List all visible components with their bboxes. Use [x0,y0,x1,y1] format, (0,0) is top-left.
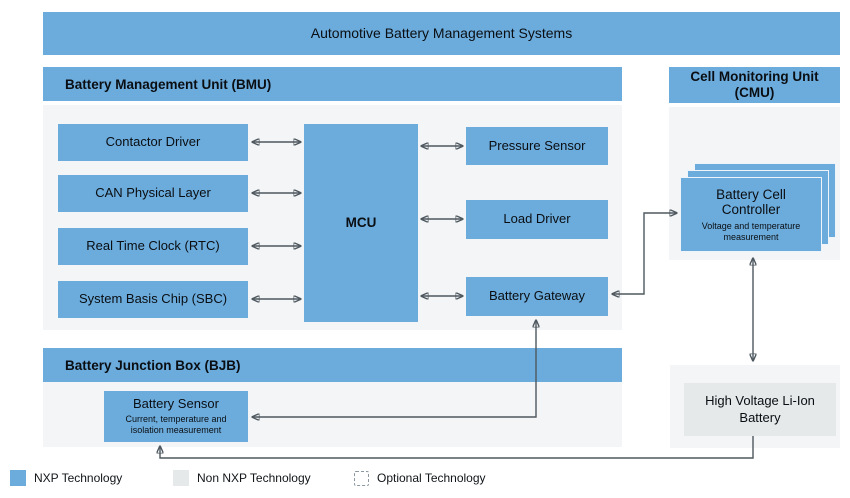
module-system-basis-chip: System Basis Chip (SBC) [58,281,248,318]
module-label: MCU [345,215,377,231]
cmu-header-title: Cell Monitoring Unit (CMU) [690,69,819,100]
module-label: Load Driver [503,211,571,227]
module-sublabel: Current, temperature and isolation measu… [125,414,227,435]
module-label: Pressure Sensor [488,137,586,153]
module-label: High Voltage Li-Ion Battery [705,393,815,425]
bmu-header-title: Battery Management Unit (BMU) [65,76,272,92]
module-contactor-driver: Contactor Driver [58,124,248,161]
module-mcu: MCU [304,124,418,322]
top-banner-title: Automotive Battery Management Systems [310,25,573,42]
module-load-driver: Load Driver [466,200,608,239]
module-label: System Basis Chip (SBC) [78,291,228,307]
cmu-header: Cell Monitoring Unit (CMU) [669,67,840,103]
legend-item-non-nxp: Non NXP Technology [173,469,311,487]
module-battery-gateway: Battery Gateway [466,277,608,316]
module-can-physical-layer: CAN Physical Layer [58,175,248,212]
module-label: Real Time Clock (RTC) [86,238,220,254]
module-label: Battery Sensor [133,396,219,412]
module-battery-sensor: Battery Sensor Current, temperature and … [104,391,248,442]
legend-item-optional: Optional Technology [354,469,486,487]
nxp-technology-swatch-icon [10,470,26,486]
module-battery-cell-controller: Battery Cell Controller Voltage and temp… [680,177,822,252]
module-label: Battery Gateway [488,288,586,304]
bmu-header: Battery Management Unit (BMU) [43,67,622,101]
legend-label: Optional Technology [377,471,486,485]
bjb-header: Battery Junction Box (BJB) [43,348,622,382]
non-nxp-technology-swatch-icon [173,470,189,486]
module-sublabel: Voltage and temperature measurement [701,220,801,242]
optional-technology-swatch-icon [354,470,369,486]
legend-label: NXP Technology [34,471,123,485]
legend-label: Non NXP Technology [197,471,311,485]
module-pressure-sensor: Pressure Sensor [466,127,608,165]
module-real-time-clock: Real Time Clock (RTC) [58,228,248,265]
module-label: Contactor Driver [105,134,201,150]
module-label: Battery Cell Controller [716,186,786,217]
bjb-header-title: Battery Junction Box (BJB) [65,357,241,373]
top-banner: Automotive Battery Management Systems [43,12,840,55]
module-label: CAN Physical Layer [95,185,211,201]
module-high-voltage-battery: High Voltage Li-Ion Battery [684,383,836,436]
legend-item-nxp: NXP Technology [10,469,122,487]
